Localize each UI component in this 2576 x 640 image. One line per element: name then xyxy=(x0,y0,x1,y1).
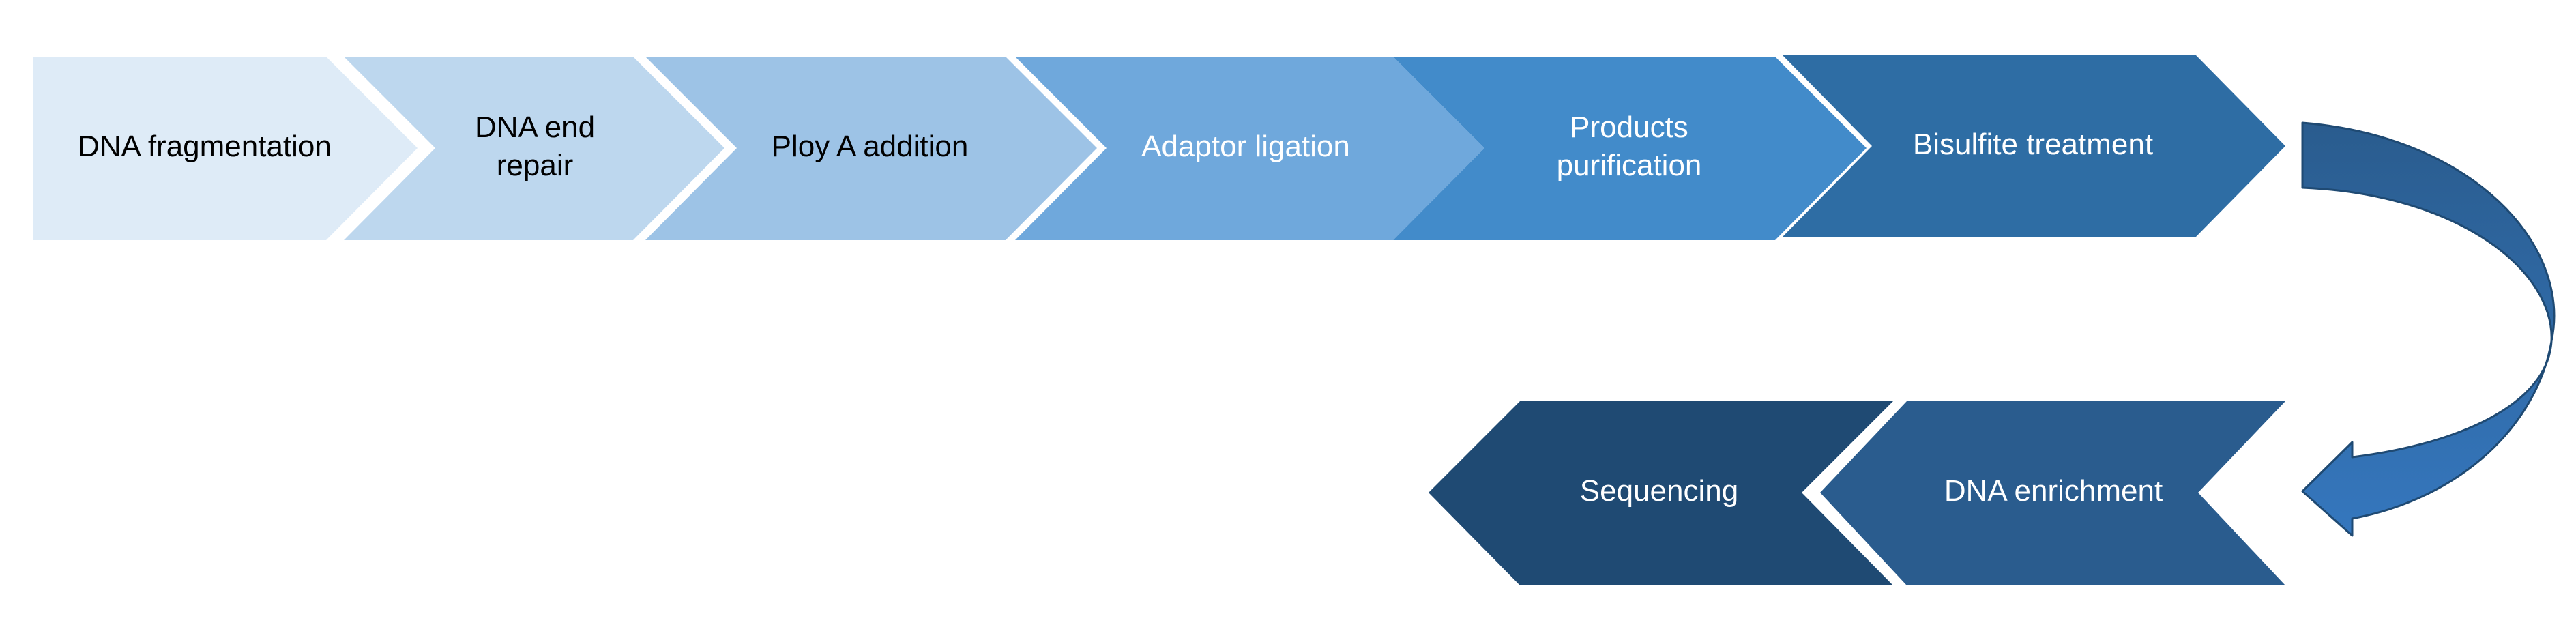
chevron-shape xyxy=(1015,57,1484,240)
step-sequencing: Sequencing xyxy=(1429,401,1893,585)
step-label: repair xyxy=(497,149,574,182)
step-label: Products xyxy=(1570,111,1688,144)
curved-arrow-shape xyxy=(2301,121,2556,537)
step-label: Ploy A addition xyxy=(772,130,969,163)
step-label: DNA end xyxy=(475,111,595,144)
step-adaptor-ligation: Adaptor ligation xyxy=(1015,57,1484,240)
step-label: Sequencing xyxy=(1580,474,1738,508)
step-ploy-a-addition: Ploy A addition xyxy=(645,57,1097,240)
step-label: purification xyxy=(1557,149,1702,182)
step-label: Adaptor ligation xyxy=(1141,130,1350,163)
chevron-shape xyxy=(645,57,1097,240)
step-label: DNA enrichment xyxy=(1944,474,2163,508)
step-dna-fragmentation: DNA fragmentation xyxy=(33,57,418,240)
step-bisulfite-treatment: Bisulfite treatment xyxy=(1782,55,2285,237)
chevron-shape xyxy=(1820,401,2285,585)
chevron-shape xyxy=(1393,57,1867,240)
chevron-shape xyxy=(33,57,418,240)
step-label: Bisulfite treatment xyxy=(1913,128,2153,161)
chevron-shape xyxy=(1782,55,2285,237)
curved-connector-arrow xyxy=(2301,121,2556,537)
step-dna-end-repair: DNA end repair xyxy=(344,57,724,240)
step-dna-enrichment: DNA enrichment xyxy=(1820,401,2285,585)
chevron-shape xyxy=(344,57,724,240)
chevron-shape xyxy=(1429,401,1893,585)
step-label: DNA fragmentation xyxy=(78,130,332,163)
step-products-purification: Products purification xyxy=(1393,57,1867,240)
